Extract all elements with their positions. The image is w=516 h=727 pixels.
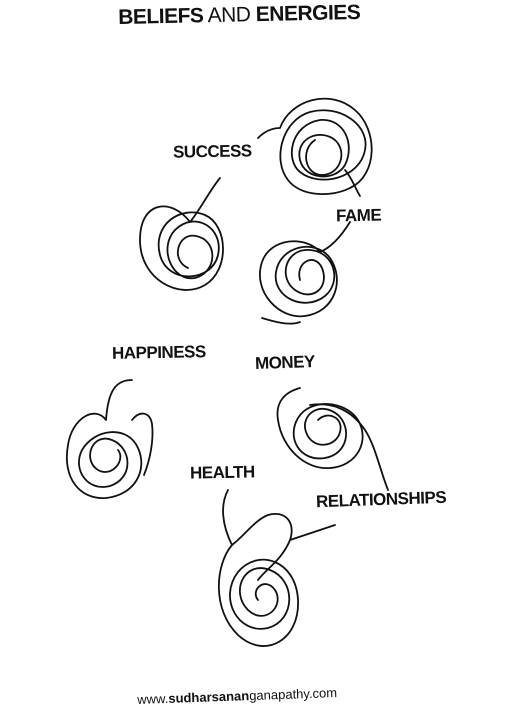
footer-suffix: .com xyxy=(308,685,338,701)
happiness-lower-scribble xyxy=(66,379,154,499)
footer-name-regular: ganapathy xyxy=(248,686,310,704)
money-scribble xyxy=(276,387,389,491)
health-scribble xyxy=(218,489,336,647)
success-scribble xyxy=(257,97,373,197)
label-health: HEALTH xyxy=(189,462,255,483)
footer-name-bold: sudharsanan xyxy=(168,688,250,706)
label-fame: FAME xyxy=(335,205,382,226)
label-happiness: HAPPINESS xyxy=(111,342,206,363)
footer-prefix: www. xyxy=(137,690,169,707)
label-success: SUCCESS xyxy=(172,141,252,162)
label-money: MONEY xyxy=(254,351,316,374)
fame-scribble xyxy=(259,221,351,325)
happiness-upper-scribble xyxy=(139,177,224,291)
